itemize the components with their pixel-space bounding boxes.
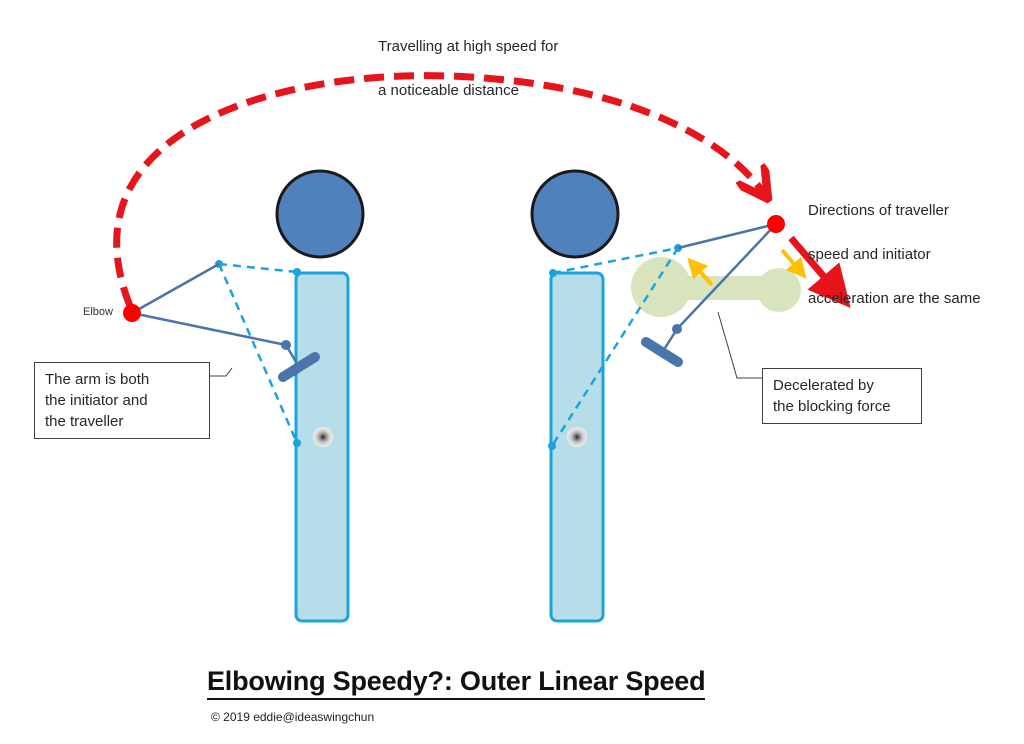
- left-fist: [278, 352, 320, 382]
- arm-callout-line: the initiator and: [45, 392, 148, 409]
- decel-callout-line: the blocking force: [773, 398, 891, 415]
- direction-note-line: Directions of traveller: [808, 202, 949, 219]
- travel-note-line: Travelling at high speed for: [378, 38, 559, 55]
- left-head: [275, 169, 365, 259]
- decel-box-pointer: [717, 311, 762, 379]
- left-forearm: [131, 311, 298, 363]
- left-body: [294, 271, 350, 623]
- right-chest-dashed: [550, 247, 680, 447]
- travel-note: Travelling at high speed for a noticeabl…: [378, 14, 558, 124]
- right-upper-arm: [677, 222, 777, 250]
- right-shoulder-dashed: [552, 246, 679, 275]
- left-upper-arm: [131, 262, 220, 315]
- left-shoulder-dashed: [218, 262, 298, 274]
- direction-note: Directions of traveller speed and initia…: [808, 178, 981, 332]
- left-elbow-dot: [123, 304, 141, 322]
- arm-box-pointer: [210, 367, 233, 377]
- travel-note-line: a noticeable distance: [378, 82, 519, 99]
- direction-note-line: acceleration are the same: [808, 290, 981, 307]
- right-fist: [641, 337, 683, 367]
- speed-arrow: [788, 235, 851, 308]
- left-target-icon: [313, 427, 333, 447]
- travel-path-arrow: [113, 72, 766, 308]
- arm-callout-line: The arm is both: [45, 371, 150, 388]
- arm-callout-box: The arm is both the initiator and the tr…: [34, 362, 210, 439]
- decel-callout-box: Decelerated by the blocking force: [762, 368, 922, 424]
- copyright-text: © 2019 eddie@ideaswingchun: [211, 710, 375, 724]
- diagram-title: Elbowing Speedy?: Outer Linear Speed: [207, 666, 706, 700]
- decel-arrow: [687, 257, 714, 287]
- right-elbow-dot: [767, 215, 785, 233]
- right-target-icon: [567, 427, 587, 447]
- direction-note-line: speed and initiator: [808, 246, 931, 263]
- decel-callout-line: Decelerated by: [773, 377, 874, 394]
- left-chest-dashed: [217, 263, 299, 444]
- elbow-label: Elbow: [83, 306, 113, 318]
- accel-arrow: [780, 248, 807, 279]
- right-head: [530, 169, 620, 259]
- arm-callout-line: the traveller: [45, 413, 124, 430]
